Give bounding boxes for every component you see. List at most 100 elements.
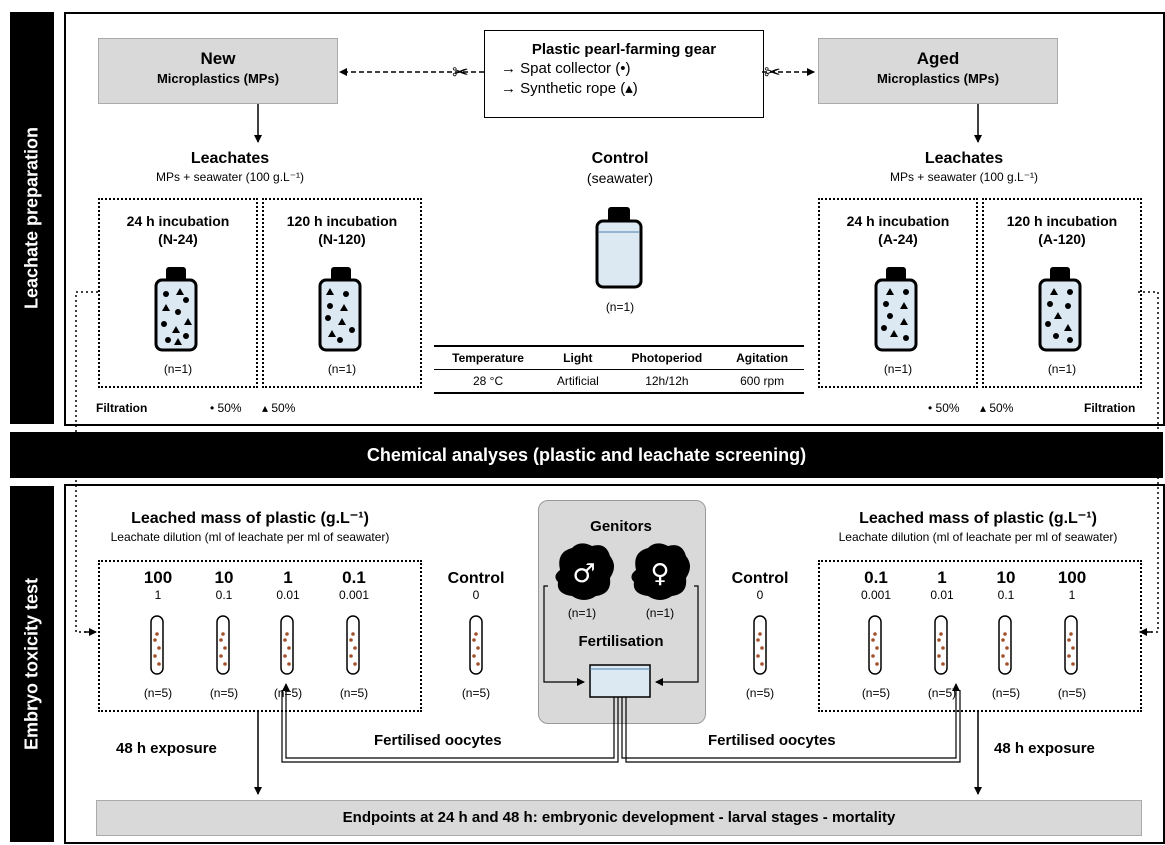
- incubation-box-a24: [818, 198, 978, 388]
- dilution-value: 0.001: [860, 588, 892, 602]
- aged-title: Aged: [916, 49, 960, 68]
- filtration-dot-left: • 50%: [210, 401, 242, 415]
- a24-line2: (A-24): [878, 231, 918, 247]
- replicate-count: (n=5): [209, 686, 239, 700]
- dilution-value: 0.01: [276, 588, 300, 602]
- aged-subtitle: Microplastics (MPs): [876, 71, 1000, 86]
- dilution-value: 1: [154, 588, 162, 602]
- right-series-item: 100 1: [1042, 568, 1102, 602]
- leached-mass-heading-right: Leached mass of plastic (g.L⁻¹) Leachate…: [808, 508, 1148, 544]
- n120-count: (n=1): [327, 362, 357, 376]
- filtration-tri-right: ▴ 50%: [980, 401, 1014, 415]
- control-test-n-right: (n=5): [745, 686, 775, 700]
- control-test-left: Control 0: [436, 570, 516, 602]
- filtration-dot-right: • 50%: [928, 401, 960, 415]
- chemical-analyses-banner: Chemical analyses (plastic and leachate …: [10, 432, 1163, 478]
- leached-mass-title-left: Leached mass of plastic (g.L⁻¹): [131, 510, 369, 527]
- n120-line2: (N-120): [318, 231, 366, 247]
- left-series-item: 0.1 0.001: [324, 568, 384, 602]
- fertilisation-label: Fertilisation: [578, 633, 664, 650]
- right-series-item: 1 0.01: [912, 568, 972, 602]
- leached-mass-title-right: Leached mass of plastic (g.L⁻¹): [859, 510, 1097, 527]
- incubation-conditions-table: Temperature Light Photoperiod Agitation …: [434, 345, 804, 394]
- dilution-series-box-left: [98, 560, 422, 712]
- fertilised-oocytes-right: Fertilised oocytes: [708, 732, 836, 749]
- filtration-label-left: Filtration: [96, 401, 148, 415]
- dilution-value: 0.1: [215, 588, 233, 602]
- incubation-label-a120: 120 h incubation (A-120): [984, 212, 1140, 248]
- concentration-value: 10: [996, 568, 1016, 587]
- a24-count: (n=1): [883, 362, 913, 376]
- a120-line1: 120 h incubation: [1006, 213, 1118, 229]
- concentration-value: 0.1: [342, 568, 366, 587]
- filtration-tri-left: ▴ 50%: [262, 401, 296, 415]
- control-test-value: 0: [756, 588, 764, 602]
- concentration-value: 100: [1057, 568, 1087, 587]
- condition-value: 600 rpm: [720, 369, 804, 394]
- condition-header: Agitation: [720, 345, 804, 370]
- fertilised-oocytes-left: Fertilised oocytes: [374, 732, 502, 749]
- exposure-label-left: 48 h exposure: [116, 740, 217, 757]
- pearl-farming-gear-box: Plastic pearl-farming gear → Spat collec…: [484, 30, 764, 118]
- leached-mass-subtitle-left: Leachate dilution (ml of leachate per ml…: [110, 530, 390, 544]
- left-series-item: 100 1: [128, 568, 188, 602]
- condition-value: 28 °C: [434, 369, 543, 394]
- control-test-n-left: (n=5): [461, 686, 491, 700]
- gear-title: Plastic pearl-farming gear: [531, 41, 717, 58]
- left-series-item: 1 0.01: [258, 568, 318, 602]
- leachates-aged-title: Leachates MPs + seawater (100 g.L⁻¹): [864, 150, 1064, 184]
- sidebar-leachate-label: Leachate preparation: [21, 126, 42, 310]
- concentration-value: 0.1: [864, 568, 888, 587]
- sidebar-embryo-toxicity: Embryo toxicity test: [10, 486, 54, 842]
- conditions-header-row: Temperature Light Photoperiod Agitation: [434, 345, 804, 370]
- dilution-value: 0.1: [997, 588, 1015, 602]
- exposure-label-right: 48 h exposure: [994, 740, 1095, 757]
- n24-count: (n=1): [163, 362, 193, 376]
- right-series-item: 10 0.1: [976, 568, 1036, 602]
- condition-value: 12h/12h: [613, 369, 721, 394]
- control-prep-n: (n=1): [605, 300, 635, 314]
- filtration-label-right: Filtration: [1084, 401, 1136, 415]
- endpoints-bar: Endpoints at 24 h and 48 h: embryonic de…: [96, 800, 1142, 836]
- gear-item-synthetic-rope: → Synthetic rope (▴): [501, 80, 638, 97]
- n120-line1: 120 h incubation: [286, 213, 398, 229]
- incubation-label-n120: 120 h incubation (N-120): [264, 212, 420, 248]
- control-prep-label: Control: [591, 150, 649, 167]
- new-microplastics-box: New Microplastics (MPs): [98, 38, 338, 104]
- incubation-label-a24: 24 h incubation (A-24): [820, 212, 976, 248]
- concentration-value: 100: [143, 568, 173, 587]
- condition-header: Temperature: [434, 345, 543, 370]
- dilution-value: 1: [1068, 588, 1076, 602]
- condition-header: Photoperiod: [613, 345, 721, 370]
- new-title: New: [200, 49, 236, 68]
- left-series-item: 10 0.1: [194, 568, 254, 602]
- control-test-title: Control: [447, 570, 505, 587]
- leached-mass-heading-left: Leached mass of plastic (g.L⁻¹) Leachate…: [80, 508, 420, 544]
- sidebar-embryo-label: Embryo toxicity test: [21, 577, 42, 751]
- concentration-value: 1: [283, 568, 293, 587]
- dilution-series-box-right: [818, 560, 1142, 712]
- control-test-right: Control 0: [720, 570, 800, 602]
- replicate-count: (n=5): [273, 686, 303, 700]
- concentration-value: 10: [214, 568, 234, 587]
- leachates-title-left: Leachates: [190, 150, 270, 167]
- chemical-analyses-label: Chemical analyses (plastic and leachate …: [366, 445, 807, 465]
- gear-item-spat-collector: → Spat collector (•): [501, 60, 631, 77]
- control-prep-title: Control (seawater): [560, 150, 680, 186]
- dilution-value: 0.01: [930, 588, 954, 602]
- genitor-male-n: (n=1): [567, 606, 597, 620]
- conditions-value-row: 28 °C Artificial 12h/12h 600 rpm: [434, 369, 804, 394]
- leachates-new-title: Leachates MPs + seawater (100 g.L⁻¹): [130, 150, 330, 184]
- genitors-title: Genitors: [590, 518, 652, 535]
- a120-line2: (A-120): [1038, 231, 1086, 247]
- aged-microplastics-box: Aged Microplastics (MPs): [818, 38, 1058, 104]
- leachates-subtitle-left: MPs + seawater (100 g.L⁻¹): [155, 170, 305, 184]
- replicate-count: (n=5): [927, 686, 957, 700]
- condition-value: Artificial: [542, 369, 614, 394]
- leachates-subtitle-right: MPs + seawater (100 g.L⁻¹): [889, 170, 1039, 184]
- control-test-value: 0: [472, 588, 480, 602]
- a120-count: (n=1): [1047, 362, 1077, 376]
- replicate-count: (n=5): [143, 686, 173, 700]
- replicate-count: (n=5): [339, 686, 369, 700]
- right-series-item: 0.1 0.001: [846, 568, 906, 602]
